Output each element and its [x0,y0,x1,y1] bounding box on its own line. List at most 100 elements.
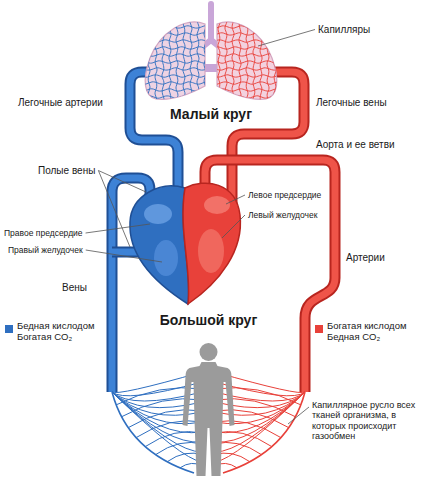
capillary-vessel [214,399,295,417]
leader-lines [86,30,315,425]
capillary-vessel [140,96,212,100]
capillary-vessel [210,96,282,99]
legend-text: Богатая кислодом Бедная CO₂ [327,320,415,343]
circuit-title: Малый круг [170,106,252,122]
label-text: Большой круг [160,312,257,328]
capillary-vessel [190,16,193,106]
heart-right-side [130,186,189,304]
lung-capillaries [140,16,213,106]
left-ventricle [198,229,224,273]
vessel-label: Легочные артерии [18,97,103,109]
circuit-title: Большой круг [160,312,257,328]
blood-vessels [112,72,335,392]
capillary-vessel [140,60,212,63]
label-text: Вены [62,282,87,293]
legend-swatch [315,325,323,333]
capillary-vessel [161,16,164,106]
label-text: Артерии [346,252,385,263]
capillary-vessel [210,74,282,78]
vessel-label: Вены [62,282,87,294]
label-text: Капиллярное русло всех тканей организма,… [312,400,415,441]
capillary-vessel [280,16,283,106]
capillary-vessel [140,103,212,106]
leader-line [288,407,309,424]
capillary-vessel [214,432,272,447]
capillary-vessel [210,61,282,63]
vessel-label: Аорта и ее ветви [316,139,395,151]
capillary-vessel [147,16,151,106]
capillary-vessel [140,26,212,29]
capillary-vessel [246,16,249,106]
leader-line [86,224,150,233]
heart-part-label: Правый желудочек [8,246,83,256]
capillary-vessel [210,26,282,28]
leader-line [98,171,130,248]
right-ventricle [154,240,178,276]
capillary-vessel [154,16,157,106]
vessel-label: Артерии [346,252,385,264]
capillary-vessel [224,16,227,106]
callout-label: Капиллярное русло всех тканей организма,… [312,400,418,441]
label-text: Аорта и ее ветви [316,139,395,150]
capillary-vessel [183,16,186,106]
capillary-vessel [231,16,235,106]
heart-part-label: Левый желудочек [248,211,317,221]
vessel-label: Легочные вены [316,97,387,109]
capillary-vessel [210,103,282,107]
capillary-vessel [266,16,270,106]
leader-line [86,250,162,262]
heart [130,183,241,304]
capillary-vessel [210,47,282,50]
capillary-vessel [128,410,203,428]
capillary-vessel [145,432,203,447]
capillary-vessel [210,16,214,106]
capillary-vessel [214,410,289,428]
capillary-vessel [253,16,256,106]
heart-part-label: Левое предсердие [248,191,321,201]
capillary-vessel [176,16,180,106]
lung-capillaries [210,16,284,107]
legend-text: Бедная кислодом Богатая CO₂ [17,320,105,343]
capillary-vessel [210,89,282,91]
heart-part-label: Правое предсердие [4,229,83,239]
legend-swatch [5,325,13,333]
legend-item: Богатая кислодом Бедная CO₂ [315,320,415,343]
capillary-vessel [217,16,220,106]
capillary-vessel [273,16,276,106]
capillary-vessel [140,33,212,37]
legend-item: Бедная кислодом Богатая CO₂ [5,320,105,343]
capillary-vessel [140,19,212,21]
label-text: Легочные артерии [18,97,103,108]
label-text: Правое предсердие [4,228,83,238]
lungs [140,4,283,107]
leader-line [226,195,245,204]
capillary-vessel [239,16,242,106]
label-text: Правый желудочек [8,245,83,255]
human-head [200,343,218,361]
capillary-vessel [210,33,282,36]
capillary-vessel [140,74,212,77]
leader-line [222,215,245,238]
capillary-vessel [210,18,282,21]
capillary-vessel [203,16,207,106]
capillary-vessel [140,47,212,49]
capillary-vessel [140,82,212,84]
capillary-vessel [197,16,201,106]
capillary-vessel [140,16,144,106]
vessel-label: Полые вены [38,165,95,177]
capillary-vessel [122,399,203,417]
capillary-vessel [210,16,214,106]
capillary-vessel [260,16,263,106]
label-text: Левый желудочек [248,210,317,220]
left-atrium [204,196,230,214]
callout-label: Капилляры [318,24,370,36]
human-silhouette [183,362,235,476]
label-text: Левое предсердие [248,190,321,200]
label-text: Капилляры [318,24,370,35]
lung-link [204,64,218,72]
label-text: Полые вены [38,165,95,176]
right-atrium [144,204,172,224]
label-text: Легочные вены [316,97,387,108]
leader-line [258,30,315,47]
